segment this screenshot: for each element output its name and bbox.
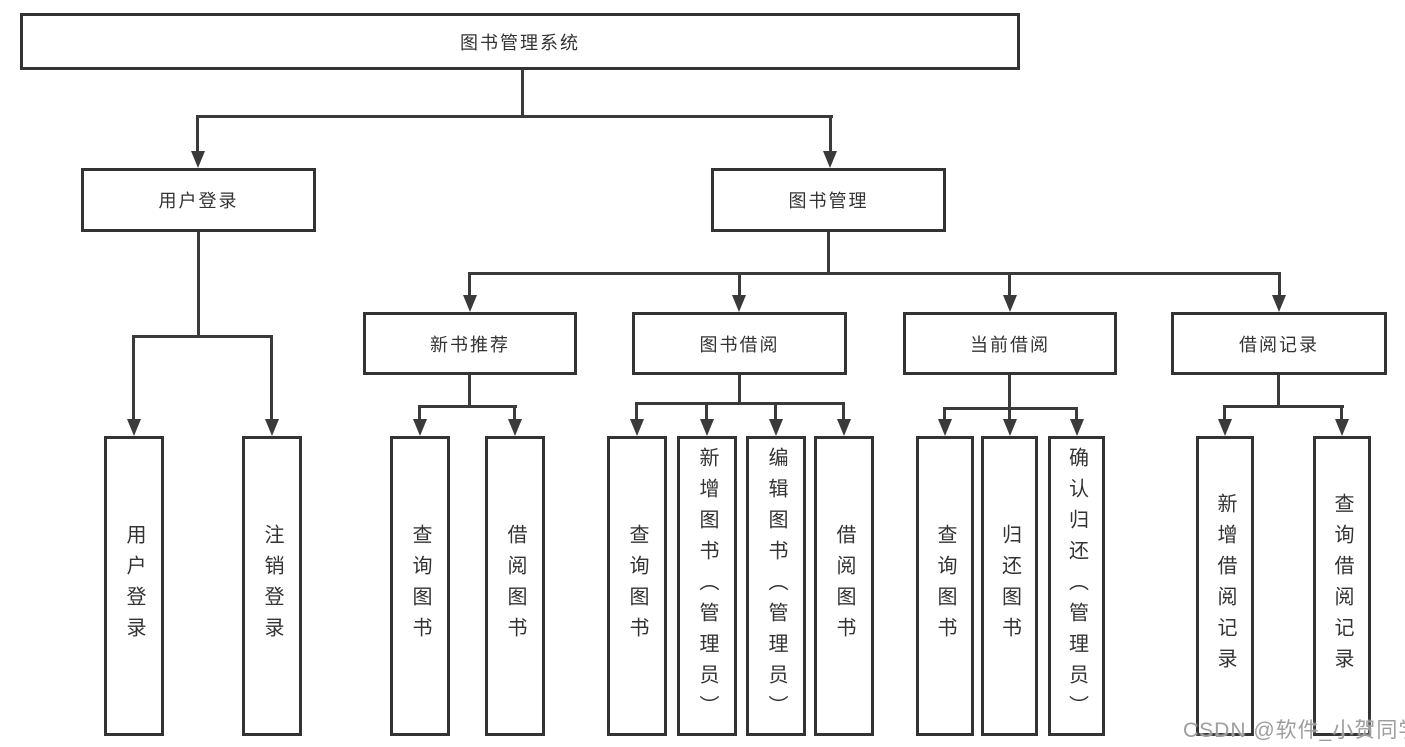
leaf-label: 编辑图书（管理员） [765, 446, 787, 726]
node-label: 用户登录 [158, 191, 239, 211]
node-new-book-recommend: 新书推荐 [363, 312, 577, 375]
node-label: 图书管理 [788, 191, 869, 211]
connector [705, 402, 708, 419]
arrow-down-icon [1218, 419, 1232, 436]
arrow-down-icon [1070, 419, 1084, 436]
connector [1075, 407, 1078, 419]
connector [636, 402, 844, 405]
leaf-borrow-book: 借阅图书 [814, 436, 874, 736]
arrow-down-icon [769, 419, 783, 436]
leaf-label: 查询图书 [626, 524, 648, 648]
leaf-label: 借阅图书 [833, 524, 855, 648]
leaf-edit-book-admin: 编辑图书（管理员） [746, 436, 806, 736]
node-root-library-system: 图书管理系统 [20, 13, 1020, 70]
arrow-down-icon [1003, 295, 1017, 312]
node-borrowing-records: 借阅记录 [1171, 312, 1387, 375]
arrow-down-icon [1272, 295, 1286, 312]
leaf-confirm-return-admin: 确认归还（管理员） [1048, 436, 1105, 736]
connector [1008, 272, 1011, 296]
connector [635, 402, 638, 419]
node-user-login: 用户登录 [81, 168, 316, 232]
arrow-down-icon [127, 419, 141, 436]
arrow-down-icon [265, 419, 279, 436]
connector [468, 272, 471, 296]
connector [829, 115, 832, 151]
leaf-return-book: 归还图书 [981, 436, 1038, 736]
arrow-down-icon [1003, 419, 1017, 436]
connector [197, 232, 200, 336]
node-book-borrowing: 图书借阅 [632, 312, 847, 375]
leaf-query-book-borrowing: 查询图书 [607, 436, 667, 736]
connector [827, 232, 830, 273]
leaf-label: 用户登录 [123, 524, 145, 648]
connector [842, 402, 845, 419]
connector [270, 335, 273, 419]
connector [196, 115, 199, 151]
arrow-down-icon [191, 151, 205, 168]
leaf-label: 查询图书 [409, 524, 431, 648]
leaf-label: 注销登录 [261, 524, 283, 648]
connector [132, 335, 273, 338]
connector [419, 405, 517, 408]
connector [513, 405, 516, 419]
connector [1277, 374, 1280, 407]
connector [738, 272, 741, 296]
connector [469, 272, 1281, 275]
leaf-query-book-recommend: 查询图书 [390, 436, 450, 736]
leaf-add-borrow-record: 新增借阅记录 [1196, 436, 1254, 736]
arrow-down-icon [700, 419, 714, 436]
connector [944, 407, 1078, 410]
node-label: 新书推荐 [430, 334, 510, 355]
connector [1224, 405, 1344, 408]
leaf-logout: 注销登录 [242, 436, 302, 736]
connector [774, 402, 777, 419]
arrow-down-icon [732, 295, 746, 312]
arrow-down-icon [508, 419, 522, 436]
leaf-add-book-admin: 新增图书（管理员） [677, 436, 737, 736]
leaf-borrow-book-recommend: 借阅图书 [485, 436, 545, 736]
leaf-query-borrow-record: 查询借阅记录 [1313, 436, 1371, 736]
leaf-label: 确认归还（管理员） [1065, 446, 1088, 726]
node-label: 图书借阅 [699, 334, 780, 355]
connector [196, 115, 833, 118]
leaf-user-login: 用户登录 [104, 436, 164, 736]
node-label: 图书管理系统 [460, 32, 580, 53]
connector [738, 375, 741, 404]
leaf-label: 归还图书 [998, 524, 1021, 648]
connector [468, 375, 471, 407]
arrow-down-icon [837, 419, 851, 436]
connector [132, 335, 135, 419]
connector [1223, 405, 1226, 419]
arrow-down-icon [463, 295, 477, 312]
leaf-label: 新增图书（管理员） [696, 446, 718, 726]
node-label: 当前借阅 [970, 334, 1050, 355]
leaf-label: 查询借阅记录 [1331, 493, 1353, 679]
connector [943, 407, 946, 419]
csdn-watermark: CSDN @软件_小贺同学 [1183, 719, 1405, 742]
connector [1008, 375, 1011, 409]
leaf-label: 借阅图书 [504, 524, 526, 648]
node-label: 借阅记录 [1239, 334, 1319, 355]
arrow-down-icon [823, 151, 837, 168]
node-current-borrowing: 当前借阅 [903, 312, 1117, 375]
leaf-label: 新增借阅记录 [1214, 493, 1236, 679]
node-book-management: 图书管理 [711, 168, 946, 232]
arrow-down-icon [938, 419, 952, 436]
connector [418, 405, 421, 419]
leaf-label: 查询图书 [934, 524, 956, 648]
connector [1340, 405, 1343, 419]
connector [1008, 407, 1011, 419]
connector [521, 70, 524, 116]
connector [1278, 272, 1281, 296]
arrow-down-icon [413, 419, 427, 436]
arrow-down-icon [1335, 419, 1349, 436]
arrow-down-icon [630, 419, 644, 436]
leaf-query-book-current: 查询图书 [916, 436, 974, 736]
